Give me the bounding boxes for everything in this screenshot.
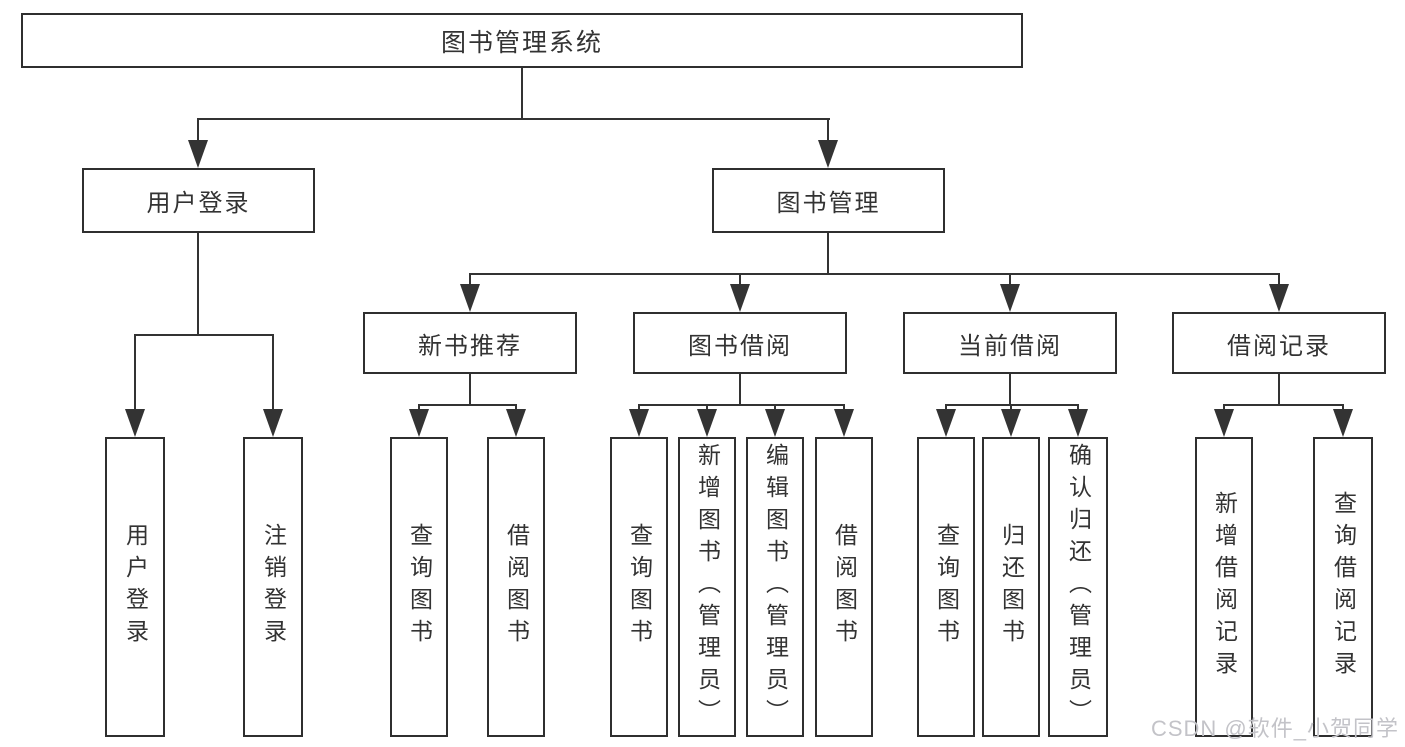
arrow-down-icon bbox=[818, 118, 838, 168]
leaf-label: 确认归还（管理员） bbox=[1065, 443, 1092, 731]
node-new-book-recommend: 新书推荐 bbox=[363, 312, 577, 374]
leaf-label: 注销登录 bbox=[260, 523, 287, 651]
connector-vline bbox=[521, 68, 523, 120]
leaf-recommend-borrow-book: 借阅图书 bbox=[487, 437, 545, 737]
arrow-down-icon bbox=[125, 334, 145, 437]
leaf-borrow-borrow-book: 借阅图书 bbox=[815, 437, 873, 737]
connector-vline bbox=[197, 233, 199, 336]
arrow-down-icon bbox=[697, 404, 717, 437]
node-book-borrow: 图书借阅 bbox=[633, 312, 847, 374]
arrow-down-icon bbox=[1214, 404, 1234, 437]
connector-hline bbox=[638, 404, 845, 406]
connector-vline bbox=[1278, 374, 1280, 406]
arrow-down-icon bbox=[1333, 404, 1353, 437]
leaf-current-query-book: 查询图书 bbox=[917, 437, 975, 737]
leaf-label: 查询图书 bbox=[933, 523, 960, 651]
node-label: 借阅记录 bbox=[1227, 332, 1331, 360]
arrow-down-icon bbox=[834, 404, 854, 437]
node-label: 图书借阅 bbox=[688, 332, 792, 360]
watermark: CSDN @软件_小贺同学 bbox=[1150, 716, 1399, 741]
connector-hline bbox=[469, 273, 1280, 275]
leaf-label: 归还图书 bbox=[998, 523, 1025, 651]
leaf-borrow-add-book: 新增图书（管理员） bbox=[678, 437, 736, 737]
node-label: 新书推荐 bbox=[418, 332, 522, 360]
leaf-label: 借阅图书 bbox=[503, 523, 530, 651]
leaf-borrow-query-book: 查询图书 bbox=[610, 437, 668, 737]
node-borrow-record: 借阅记录 bbox=[1172, 312, 1386, 374]
connector-vline bbox=[739, 374, 741, 406]
leaf-borrow-edit-book: 编辑图书（管理员） bbox=[746, 437, 804, 737]
leaf-label: 借阅图书 bbox=[831, 523, 858, 651]
leaf-label: 查询借阅记录 bbox=[1330, 491, 1357, 683]
node-label: 图书管理系统 bbox=[440, 28, 603, 57]
arrow-down-icon bbox=[263, 334, 283, 437]
connector-hline bbox=[418, 404, 517, 406]
node-root: 图书管理系统 bbox=[21, 13, 1023, 68]
leaf-record-query: 查询借阅记录 bbox=[1313, 437, 1373, 737]
arrow-down-icon bbox=[1269, 273, 1289, 312]
node-label: 当前借阅 bbox=[958, 332, 1062, 360]
arrow-down-icon bbox=[730, 273, 750, 312]
connector-vline bbox=[469, 374, 471, 406]
arrow-down-icon bbox=[1001, 404, 1021, 437]
arrow-down-icon bbox=[1000, 273, 1020, 312]
leaf-recommend-query-book: 查询图书 bbox=[390, 437, 448, 737]
leaf-logout: 注销登录 bbox=[243, 437, 303, 737]
leaf-user-login: 用户登录 bbox=[105, 437, 165, 737]
arrow-down-icon bbox=[629, 404, 649, 437]
leaf-label: 新增图书（管理员） bbox=[694, 443, 721, 731]
leaf-label: 查询图书 bbox=[406, 523, 433, 651]
leaf-label: 查询图书 bbox=[626, 523, 653, 651]
leaf-label: 新增借阅记录 bbox=[1211, 491, 1238, 683]
connector-hline bbox=[945, 404, 1079, 406]
connector-vline bbox=[1009, 374, 1011, 406]
connector-hline bbox=[134, 334, 274, 336]
leaf-current-return-book: 归还图书 bbox=[982, 437, 1040, 737]
arrow-down-icon bbox=[409, 404, 429, 437]
connector-hline bbox=[1223, 404, 1344, 406]
arrow-down-icon bbox=[936, 404, 956, 437]
connector-hline bbox=[197, 118, 830, 120]
arrow-down-icon bbox=[188, 118, 208, 168]
node-label: 图书管理 bbox=[776, 190, 881, 217]
node-label: 用户登录 bbox=[146, 190, 251, 217]
arrow-down-icon bbox=[506, 404, 526, 437]
leaf-record-add: 新增借阅记录 bbox=[1195, 437, 1253, 737]
leaf-label: 用户登录 bbox=[122, 523, 149, 651]
node-current-borrow: 当前借阅 bbox=[903, 312, 1117, 374]
arrow-down-icon bbox=[460, 273, 480, 312]
node-user-login: 用户登录 bbox=[82, 168, 315, 233]
arrow-down-icon bbox=[1068, 404, 1088, 437]
connector-vline bbox=[827, 233, 829, 275]
node-book-management: 图书管理 bbox=[712, 168, 945, 233]
leaf-current-confirm-return: 确认归还（管理员） bbox=[1048, 437, 1108, 737]
arrow-down-icon bbox=[765, 404, 785, 437]
leaf-label: 编辑图书（管理员） bbox=[762, 443, 789, 731]
